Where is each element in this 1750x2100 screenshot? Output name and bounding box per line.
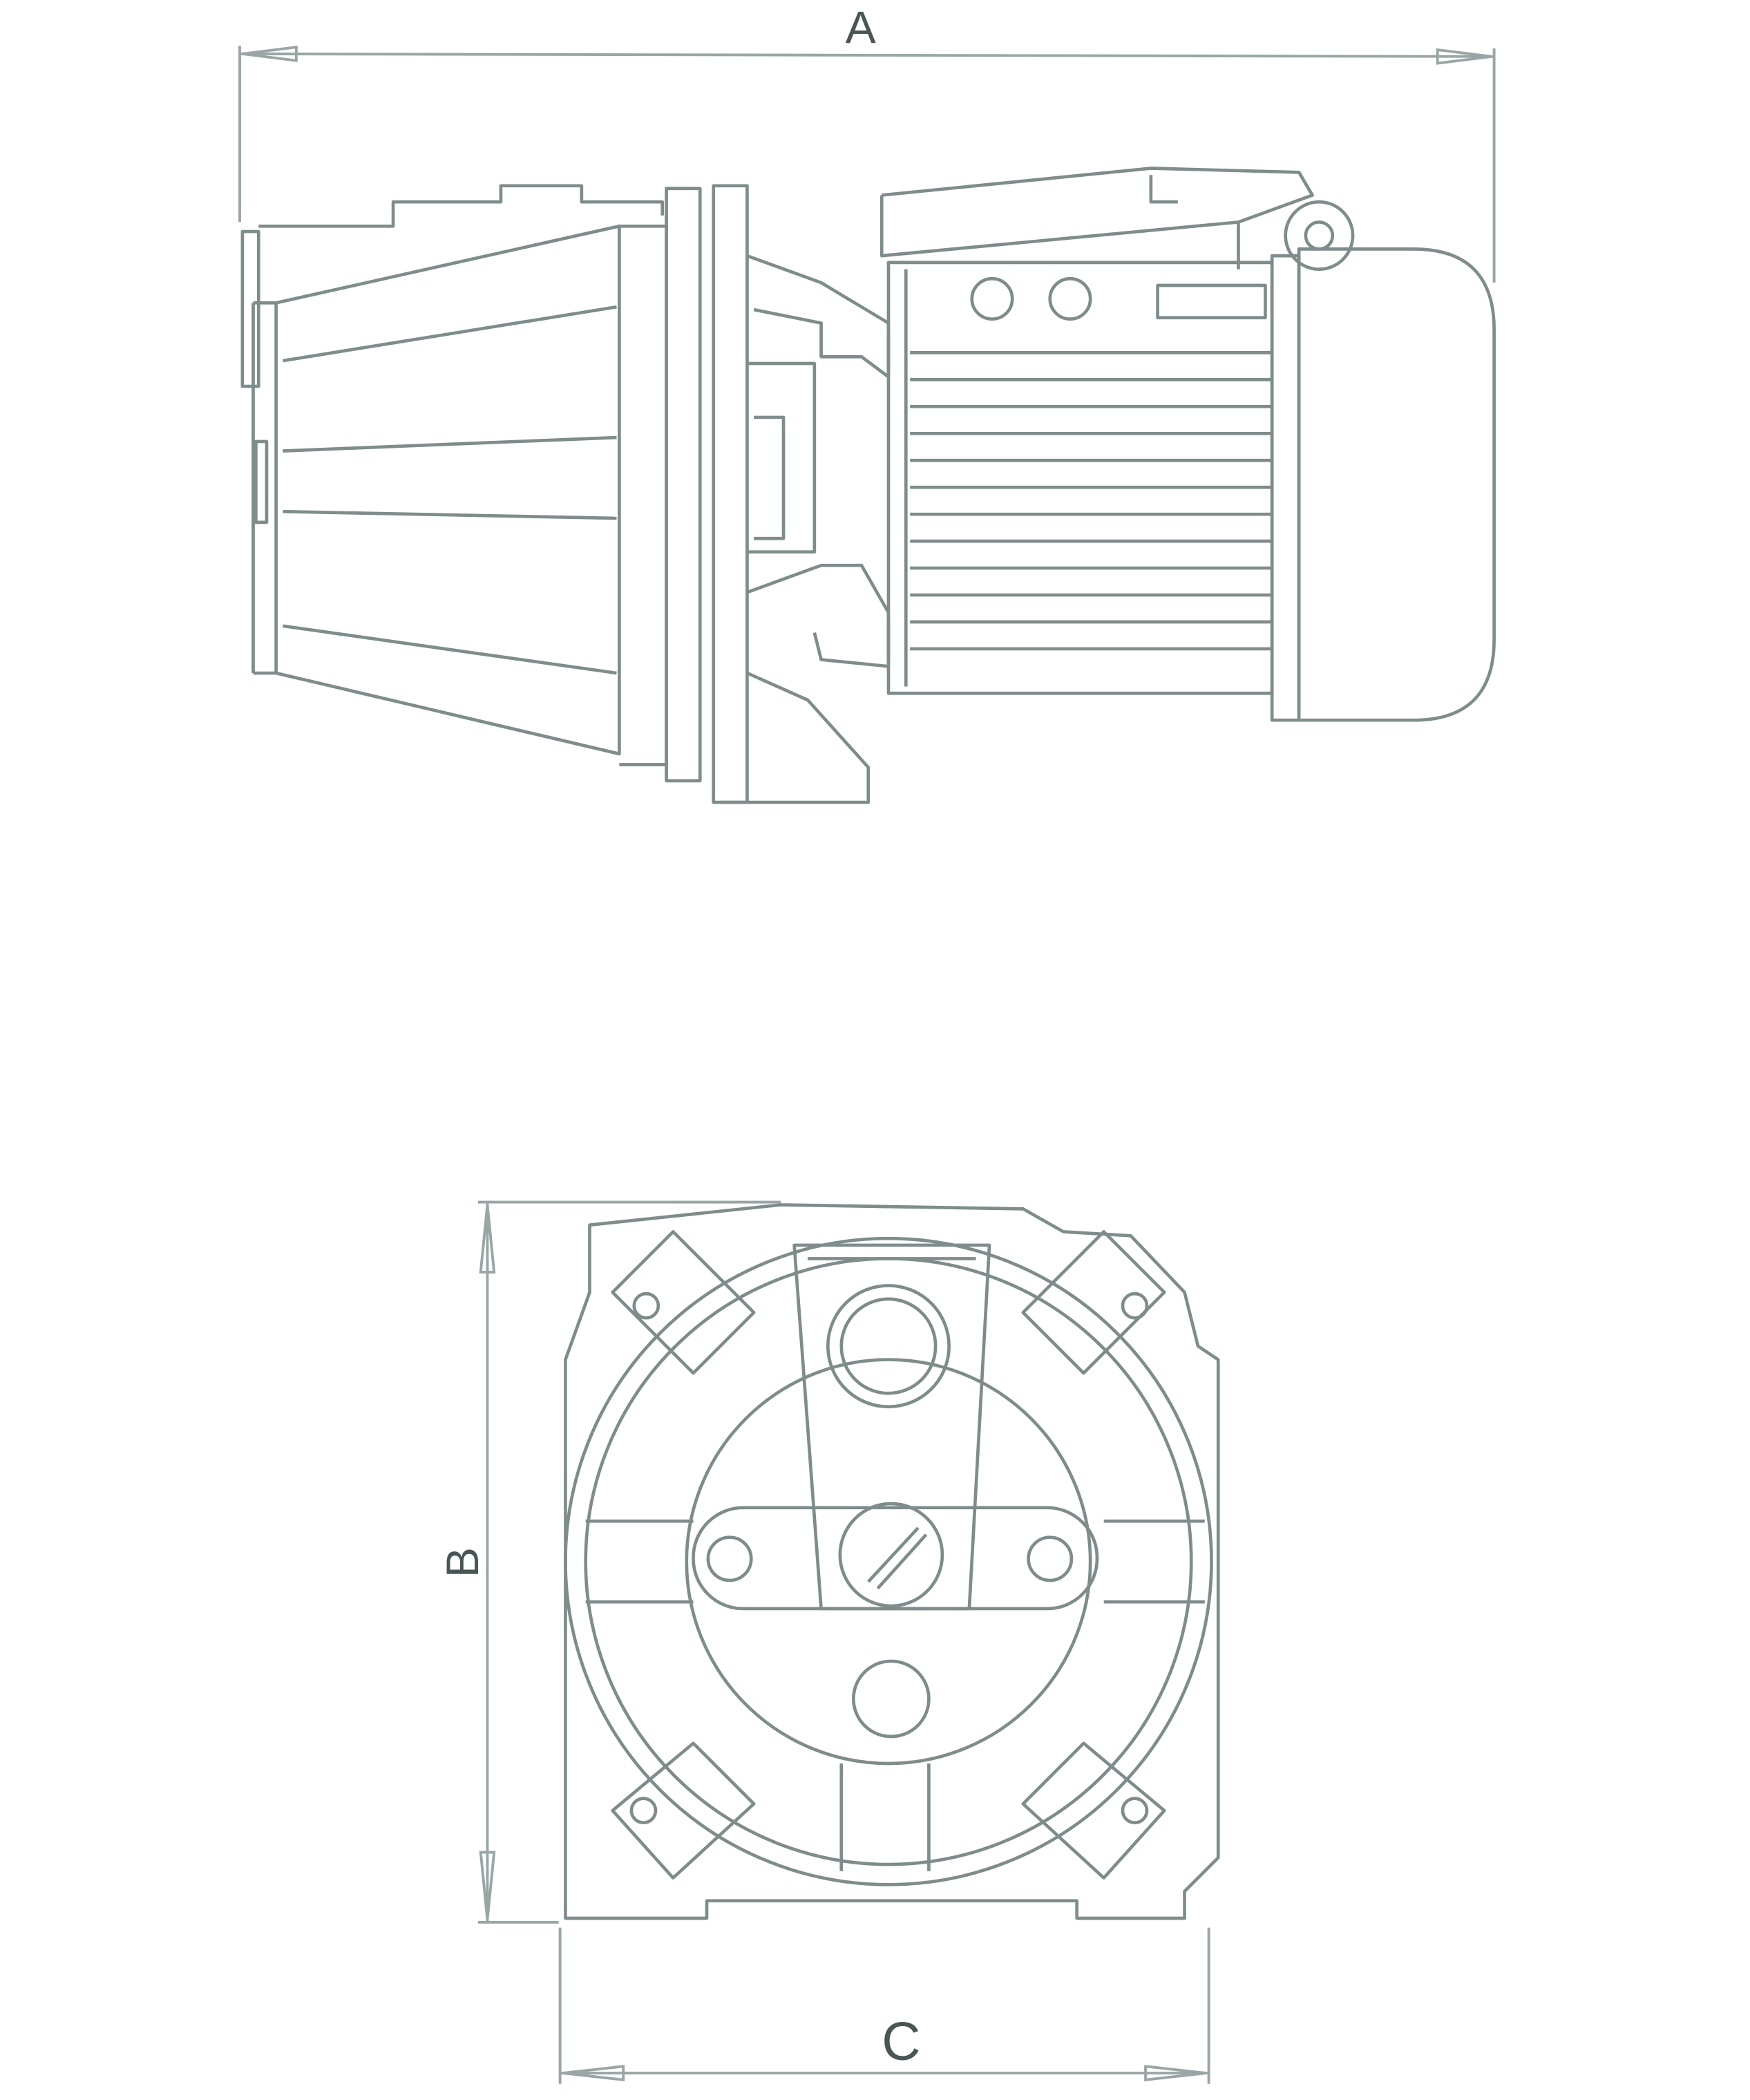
dimension-label-c: C — [882, 2011, 920, 2072]
dimension-b: B — [437, 1200, 781, 1924]
dimension-a: A — [238, 2, 1496, 283]
side-view — [240, 167, 1496, 804]
front-view — [564, 1203, 1220, 1920]
dimension-c: C — [558, 1927, 1210, 2084]
dimension-label-b: B — [437, 1547, 488, 1578]
motor-fins — [910, 351, 1273, 651]
dimension-label-a: A — [846, 2, 877, 53]
